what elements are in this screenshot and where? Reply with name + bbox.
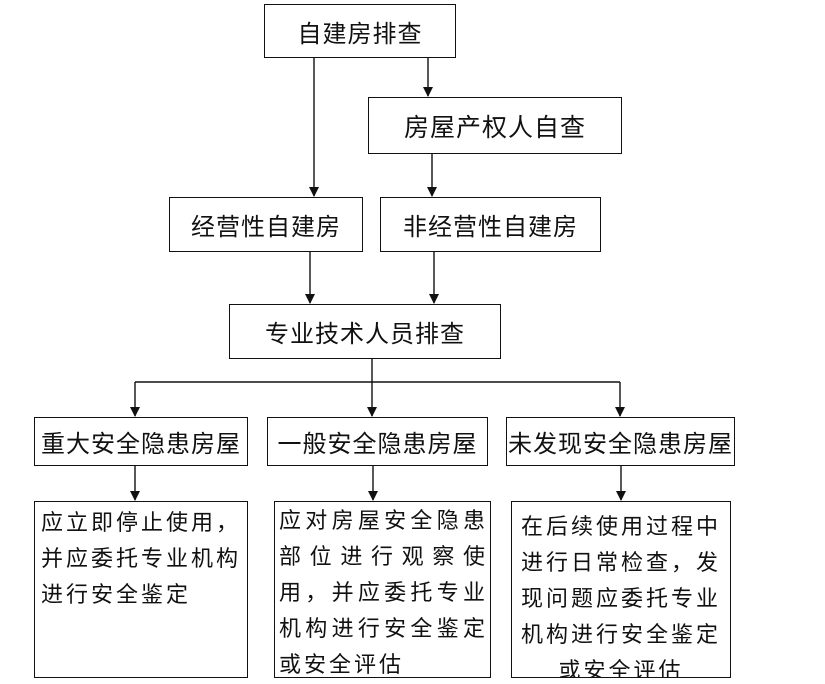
node-no-hazard: 未发现安全隐患房屋 <box>506 417 735 466</box>
action-none-text: 在后续使用过程中进行日常检查，发现问题应委托专业机构进行安全鉴定或安全评估 <box>520 515 721 678</box>
node-non-commercial: 非经营性自建房 <box>380 197 601 252</box>
node-non-commercial-label: 非经营性自建房 <box>403 213 578 241</box>
node-root: 自建房排查 <box>264 4 456 58</box>
node-general-hazard-label: 一般安全隐患房屋 <box>277 430 478 458</box>
node-owner-check: 房屋产权人自查 <box>368 97 622 154</box>
action-major: 应立即停止使用，并应委托专业机构进行安全鉴定 <box>34 501 248 678</box>
node-commercial: 经营性自建房 <box>169 197 363 252</box>
node-expert-check: 专业技术人员排查 <box>229 304 501 359</box>
node-major-hazard: 重大安全隐患房屋 <box>34 417 248 466</box>
action-general-text: 应对房屋安全隐患部位进行观察使用，并应委托专业机构进行安全鉴定或安全评估 <box>279 509 488 678</box>
action-none: 在后续使用过程中进行日常检查，发现问题应委托专业机构进行安全鉴定或安全评估 <box>511 501 731 678</box>
action-major-text: 应立即停止使用，并应委托专业机构进行安全鉴定 <box>41 511 242 608</box>
node-no-hazard-label: 未发现安全隐患房屋 <box>508 430 733 458</box>
node-commercial-label: 经营性自建房 <box>191 213 341 241</box>
node-owner-check-label: 房屋产权人自查 <box>403 112 586 142</box>
node-root-label: 自建房排查 <box>297 19 423 48</box>
node-general-hazard: 一般安全隐患房屋 <box>267 417 488 466</box>
node-major-hazard-label: 重大安全隐患房屋 <box>41 430 241 458</box>
node-expert-check-label: 专业技术人员排查 <box>265 320 465 348</box>
action-general: 应对房屋安全隐患部位进行观察使用，并应委托专业机构进行安全鉴定或安全评估 <box>274 501 491 678</box>
